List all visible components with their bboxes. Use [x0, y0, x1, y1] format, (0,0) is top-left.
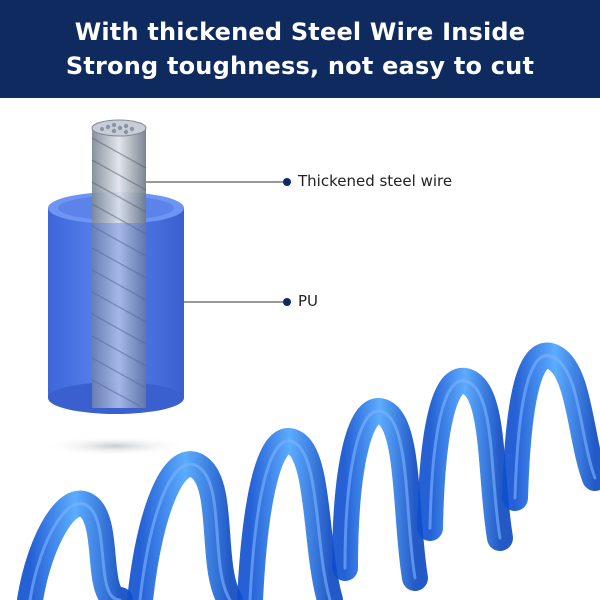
steel-wire-label: Thickened steel wire — [298, 172, 453, 190]
steel-wire-core — [91, 119, 147, 408]
header-banner: With thickened Steel Wire Inside Strong … — [0, 0, 600, 98]
callout-pu-line — [184, 298, 291, 306]
banner-title: With thickened Steel Wire Inside — [74, 18, 526, 46]
product-illustration: Thickened steel wire PU — [0, 98, 600, 600]
callout-steel-wire-line — [146, 178, 291, 186]
banner-subtitle: Strong toughness, not easy to cut — [65, 52, 535, 80]
pu-overlay — [92, 223, 146, 408]
cable-diagram — [17, 119, 600, 600]
coiled-cable — [17, 342, 600, 600]
cylinder-shadow — [43, 436, 187, 456]
pu-label: PU — [298, 292, 319, 310]
